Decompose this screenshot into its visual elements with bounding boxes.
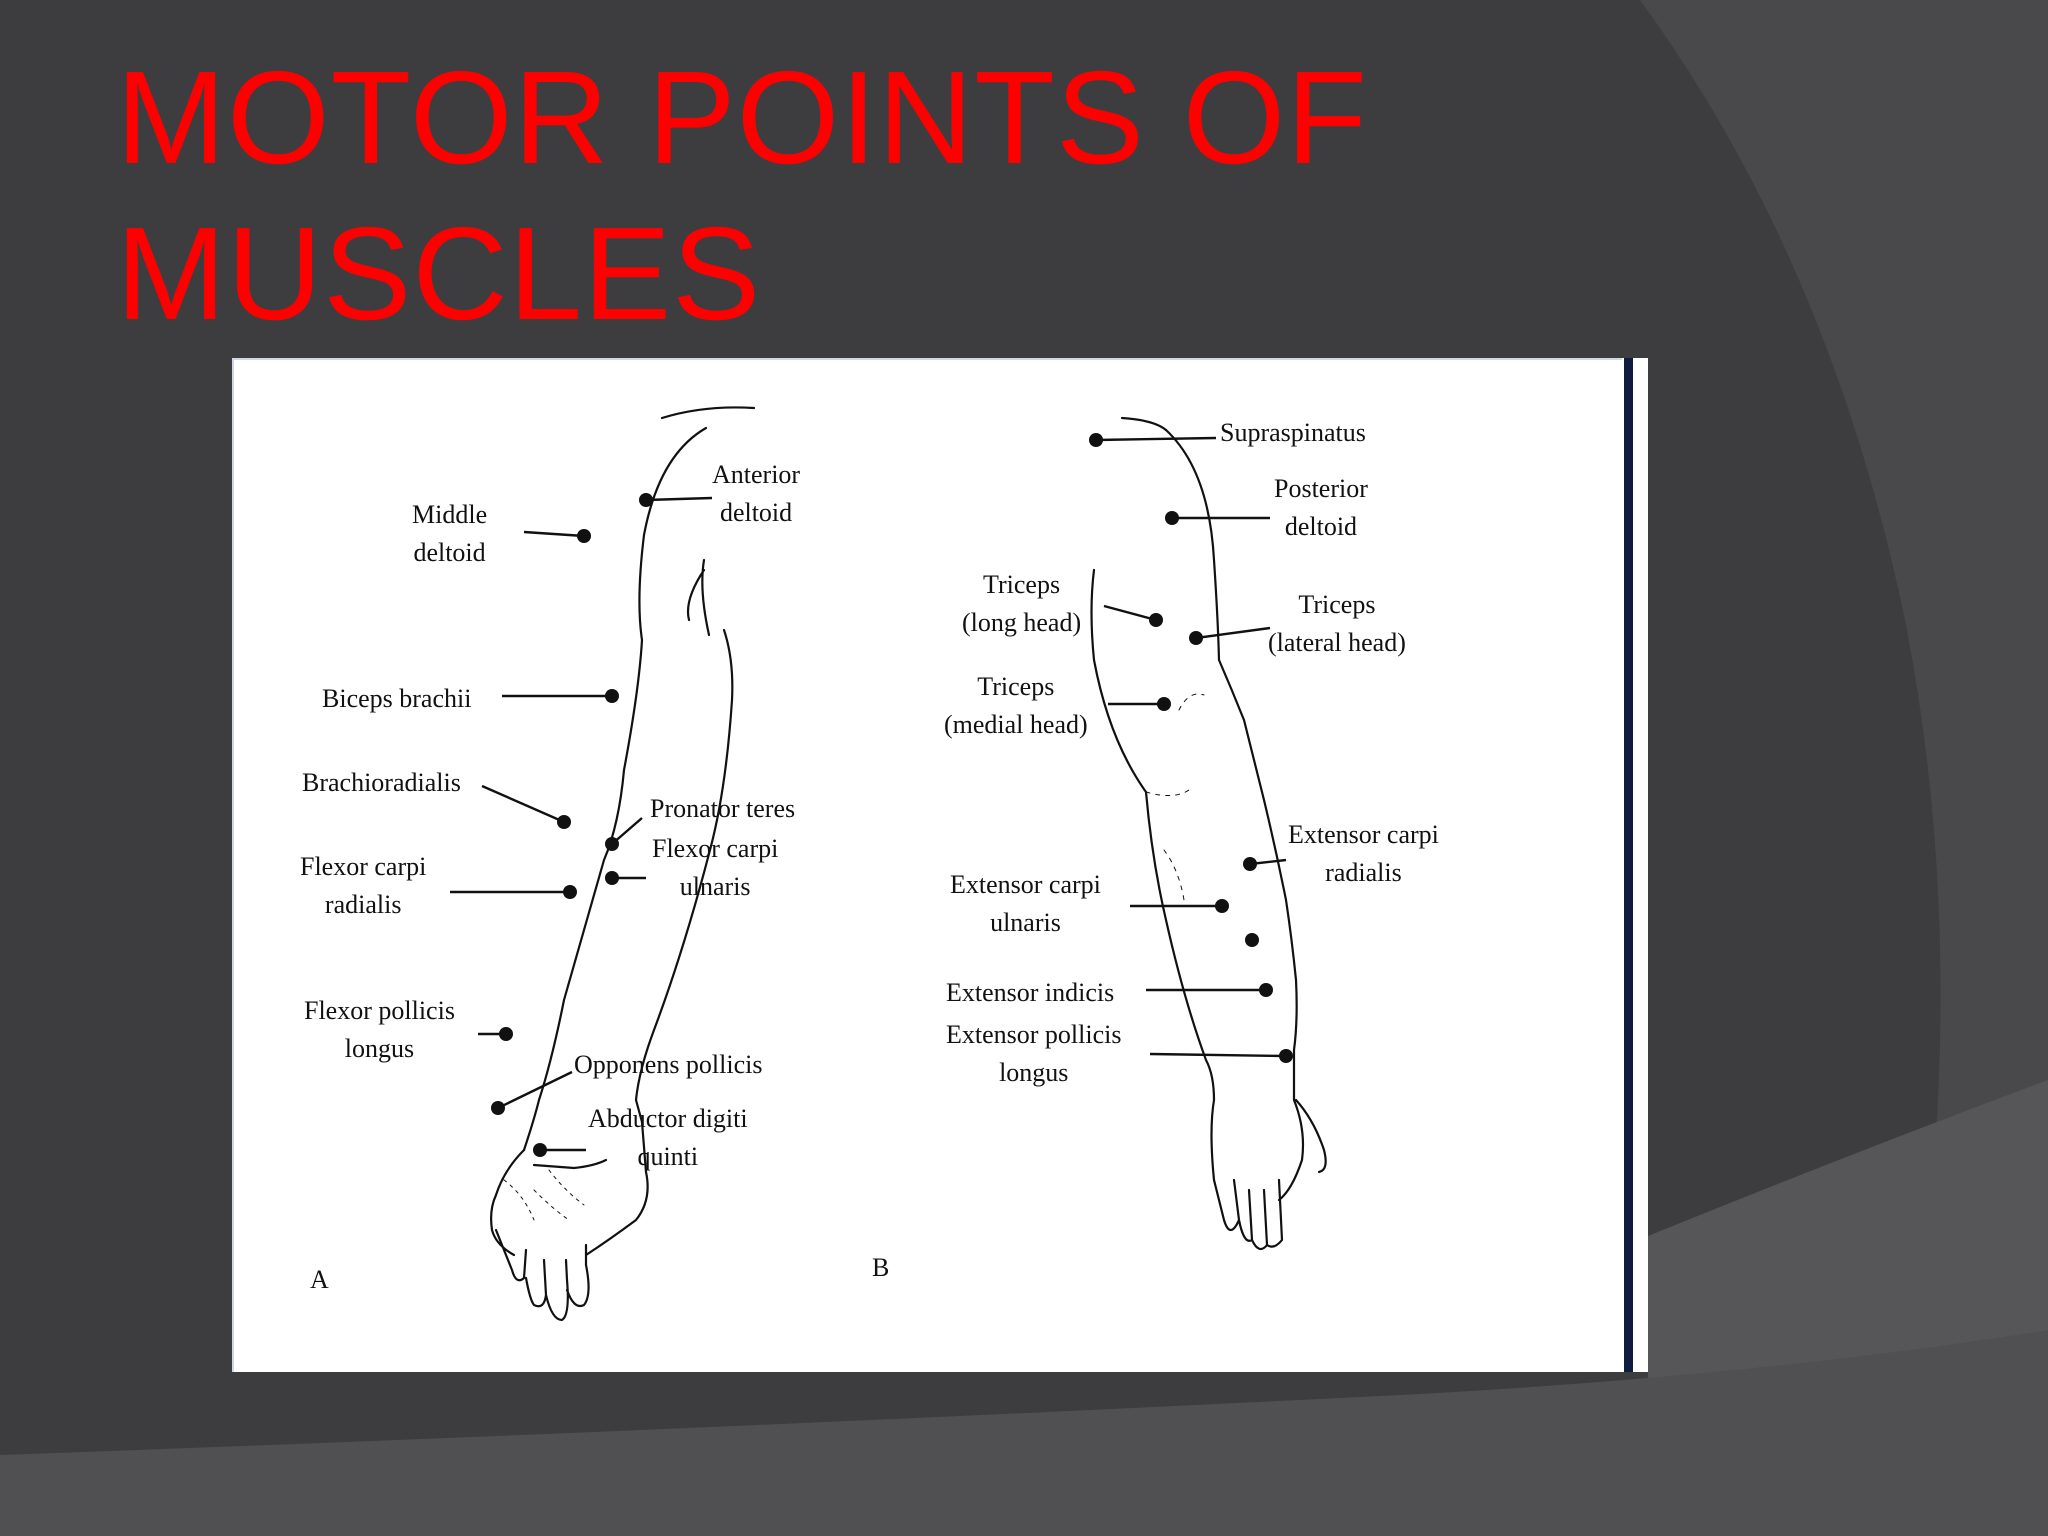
motor-points-figure: A B Middle deltoid Anterior deltoid Bice… xyxy=(232,358,1648,1372)
pronator-teres-leader-line xyxy=(611,817,643,845)
label-supraspinatus: Supraspinatus xyxy=(1220,418,1366,447)
label-biceps-brachii: Biceps brachii xyxy=(322,684,472,713)
arm-b-elbow-lines xyxy=(1145,693,1205,901)
supraspinatus-leader-line xyxy=(1095,436,1217,442)
label-flexor-carpi-radialis: Flexor carpi radialis xyxy=(300,852,427,919)
figure-border-bar xyxy=(1624,358,1633,1372)
slide-title-line-1: MOTOR POINTS OF xyxy=(116,44,1368,191)
panel-b-letter: B xyxy=(872,1253,889,1282)
extensor-carpi-radialis-leader-line xyxy=(1249,858,1287,866)
label-triceps-medial-head: Triceps (medial head) xyxy=(944,672,1088,739)
label-extensor-carpi-radialis: Extensor carpi radialis xyxy=(1288,820,1439,887)
arm-a-outline-right xyxy=(634,406,756,1124)
label-middle-deltoid: Middle deltoid xyxy=(412,500,488,567)
arm-a-outline-left xyxy=(522,426,708,1152)
label-pronator-teres: Pronator teres xyxy=(650,794,796,823)
brachioradialis-leader-line xyxy=(481,784,565,824)
arm-a-hand xyxy=(490,1120,649,1322)
arm-b-outline-right xyxy=(1164,428,1298,1052)
anterior-deltoid-leader-line xyxy=(645,496,713,502)
label-flexor-carpi-ulnaris: Flexor carpi ulnaris xyxy=(652,834,779,901)
extra-motor-point-motor-point xyxy=(1245,933,1259,947)
extensor-pollicis-longus-leader-line xyxy=(1149,1052,1287,1058)
arm-b-outline-left xyxy=(1090,416,1216,1102)
middle-deltoid-leader-line xyxy=(523,530,585,538)
label-posterior-deltoid: Posterior deltoid xyxy=(1274,474,1368,541)
label-flexor-pollicis-longus: Flexor pollicis longus xyxy=(304,996,455,1063)
label-anterior-deltoid: Anterior deltoid xyxy=(712,460,801,527)
slide-title-line-2: MUSCLES xyxy=(116,200,762,347)
arm-diagram: A B xyxy=(310,406,1327,1322)
arm-b-hand xyxy=(1210,1048,1327,1251)
label-extensor-pollicis-longus: Extensor pollicis longus xyxy=(946,1020,1122,1087)
opponens-pollicis-leader-line xyxy=(497,1070,573,1110)
label-brachioradialis: Brachioradialis xyxy=(302,768,461,797)
label-abductor-digiti-quinti: Abductor digiti quinti xyxy=(588,1104,748,1171)
top-right-swoosh xyxy=(1640,0,2048,1210)
label-opponens-pollicis: Opponens pollicis xyxy=(574,1050,763,1079)
triceps-long-head-leader-line xyxy=(1103,604,1157,622)
label-triceps-long-head: Triceps (long head) xyxy=(962,570,1082,637)
triceps-lateral-head-leader-line xyxy=(1195,626,1271,640)
label-triceps-lateral-head: Triceps (lateral head) xyxy=(1268,590,1406,657)
bottom-swoosh xyxy=(0,1330,2048,1536)
label-extensor-indicis: Extensor indicis xyxy=(946,978,1115,1007)
label-extensor-carpi-ulnaris: Extensor carpi ulnaris xyxy=(950,870,1101,937)
arm-a-palm-lines xyxy=(503,1169,585,1221)
slide-title: MOTOR POINTS OF MUSCLES xyxy=(116,40,1616,352)
panel-a-letter: A xyxy=(310,1265,329,1294)
